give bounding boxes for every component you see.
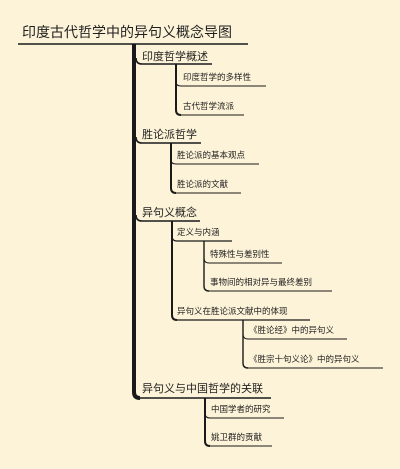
leaf-label-3-2-2: 《胜宗十句义论》中的异句义 bbox=[249, 355, 360, 365]
sub-trunk-branch-1 bbox=[175, 64, 182, 116]
leaf-label-3-1-1: 特殊性与差别性 bbox=[210, 250, 270, 260]
sub-trunk-branch-4 bbox=[204, 398, 211, 447]
connector-branch-1 bbox=[135, 57, 212, 65]
main-trunk bbox=[132, 44, 141, 400]
leaf-label-1-2: 古代哲学流派 bbox=[183, 102, 235, 112]
connector-leaf-3-1-1 bbox=[203, 257, 282, 264]
connector-branch-2 bbox=[135, 136, 201, 144]
branch-label-4: 异句义与中国哲学的关联 bbox=[142, 382, 263, 395]
connector-leaf-4-1 bbox=[204, 412, 284, 419]
leaf-label-3-1-2: 事物间的相对异与最终差别 bbox=[210, 278, 313, 288]
leaf-label-2-1: 胜论派的基本观点 bbox=[177, 151, 246, 161]
sub-trunk-node-3-1 bbox=[203, 241, 210, 292]
leaf-label-1-1: 印度哲学的多样性 bbox=[183, 73, 252, 83]
connector-leaf-2-1 bbox=[170, 159, 259, 165]
node-label-3-2: 异句义在胜论派文献中的体现 bbox=[177, 307, 288, 317]
root-node-label: 印度古代哲学中的异句义概念导图 bbox=[22, 25, 232, 41]
connector-node-3-1 bbox=[171, 235, 232, 242]
connector-branch-3 bbox=[135, 214, 200, 222]
sub-trunk-branch-2 bbox=[170, 143, 177, 194]
connector-leaf-1-1 bbox=[175, 81, 266, 87]
leaf-label-2-2: 胜论派的文献 bbox=[177, 180, 229, 190]
branch-label-2: 胜论派哲学 bbox=[142, 128, 197, 141]
branch-label-3: 异句义概念 bbox=[142, 206, 197, 219]
branch-label-1: 印度哲学概述 bbox=[142, 50, 208, 63]
leaf-label-3-2-1: 《胜论经》中的异句义 bbox=[249, 326, 335, 336]
leaf-label-4-2: 姚卫群的贡献 bbox=[211, 433, 263, 443]
sub-trunk-branch-3 bbox=[171, 221, 178, 321]
leaf-label-4-1: 中国学者的研究 bbox=[211, 405, 271, 415]
node-label-3-1: 定义与内涵 bbox=[177, 228, 220, 238]
connector-leaf-3-2-1 bbox=[242, 333, 347, 340]
sub-trunk-node-3-2 bbox=[242, 320, 249, 369]
